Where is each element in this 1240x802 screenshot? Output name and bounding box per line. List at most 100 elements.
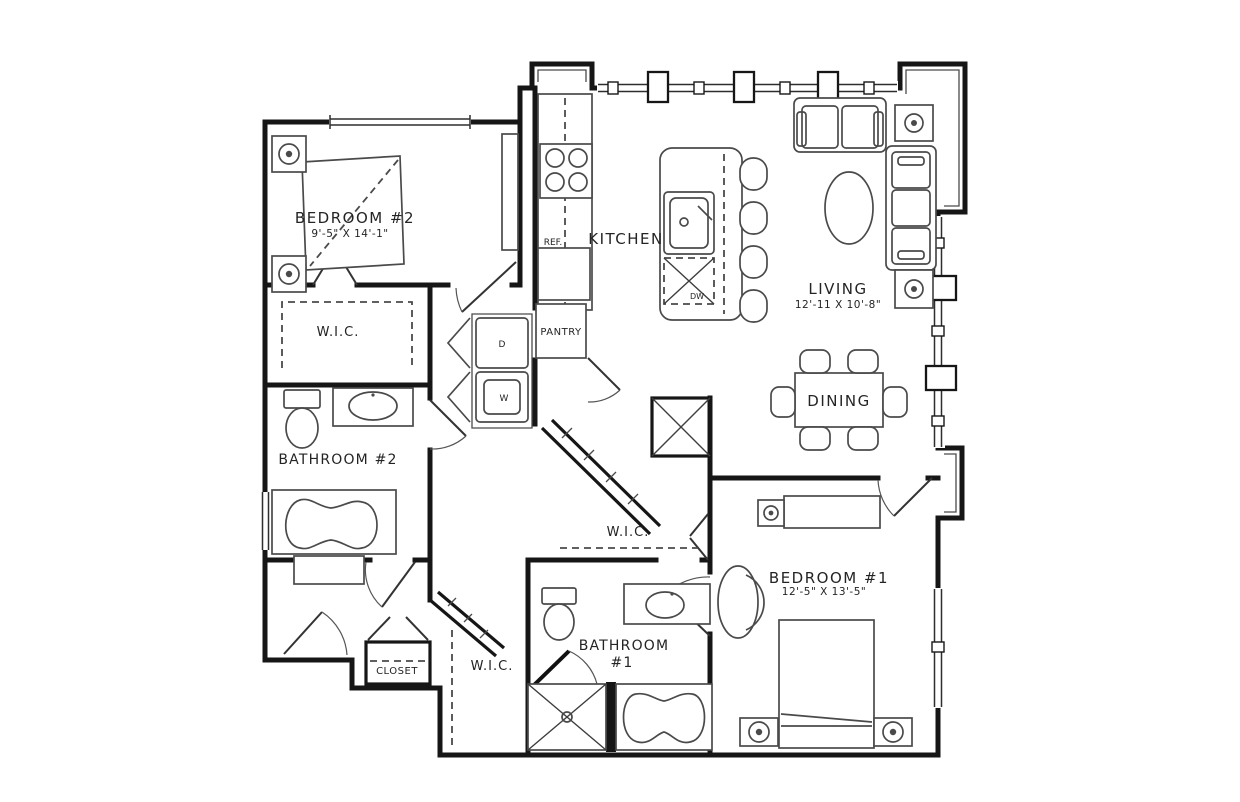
toilet-tank [541, 587, 577, 605]
dryer [475, 317, 529, 369]
labels: BEDROOM #2 9'-5" X 14'-1" W.I.C. BATHROO… [278, 209, 889, 677]
shower-tub-divider [606, 682, 616, 752]
entry-closet [364, 640, 432, 686]
lamp-dot [285, 150, 293, 158]
faucet-dot [670, 592, 674, 596]
laundry-bifold-doors [446, 317, 471, 423]
doors [283, 256, 933, 688]
loveseat-arm [873, 111, 884, 147]
bed2-fold-line [309, 159, 399, 267]
lamp-dot [285, 270, 293, 278]
bar-stool [739, 245, 768, 279]
living-label: LIVING [808, 280, 867, 298]
washer-label: W [500, 394, 509, 404]
wic2-shelf-rod [281, 301, 413, 368]
window-tick [931, 641, 945, 653]
dining-chair [882, 386, 908, 418]
lamp-dot [755, 728, 763, 736]
lamp-dot [889, 728, 897, 736]
pantry-label: PANTRY [540, 327, 582, 338]
lamp-dot [911, 286, 917, 292]
window-tick [693, 81, 705, 95]
dresser [783, 495, 881, 529]
faucet-icon [697, 205, 713, 221]
coffee-table [824, 171, 874, 245]
dining-chair [799, 426, 831, 451]
sofa-arm [897, 156, 925, 166]
laundry-closet [471, 313, 533, 429]
faucet-dot [371, 393, 375, 397]
bedroom1-walls [707, 395, 941, 758]
window-mullion [732, 70, 756, 104]
refrigerator [537, 247, 591, 301]
dining-label: DINING [807, 392, 870, 410]
drain-dot [679, 217, 689, 227]
dishwasher-box [663, 257, 715, 305]
bedroom2-door-leaf [461, 261, 517, 313]
diagonal-wall-entry [428, 590, 506, 658]
burner-icon [545, 172, 565, 192]
windows [259, 70, 958, 708]
bed2 [301, 155, 405, 271]
wic-hall-double-doors [689, 513, 709, 561]
bedroom2-door-swing [455, 287, 463, 313]
dining-chair [770, 386, 796, 418]
closet-double-doors [367, 616, 429, 641]
dining-chair [799, 349, 831, 374]
bench [293, 555, 365, 585]
bay-detail-top-right [905, 69, 960, 207]
diagonal-wall-hall [540, 418, 662, 536]
washer [475, 371, 529, 423]
dryer-label: D [499, 340, 506, 350]
lamp-icon [763, 505, 779, 521]
pantry-door-leaf [587, 357, 621, 391]
mechanical-chase-x [651, 397, 711, 457]
bathroom2-label: BATHROOM #2 [278, 452, 397, 468]
dining-table [794, 372, 884, 428]
tub-surround [271, 489, 397, 555]
sofa-arm [897, 250, 925, 260]
pantry-door-swing [587, 389, 621, 403]
dresser [501, 133, 519, 251]
bedroom2-dims: 9'-5" X 14'-1" [311, 228, 388, 240]
bedroom1-label: BEDROOM #1 [769, 569, 889, 587]
sofa-cushion [891, 189, 931, 227]
bar-stool [739, 201, 768, 235]
bedroom1-dims: 12'-5" X 13'-5" [782, 586, 866, 598]
lamp-icon [904, 279, 924, 299]
mechanical-chase [650, 396, 712, 458]
tub-surround [615, 683, 713, 751]
washer-drum [483, 379, 521, 415]
bed1 [778, 619, 875, 749]
shower-drain [561, 711, 573, 723]
armchair-back [745, 574, 765, 631]
burner-icon [568, 148, 588, 168]
window-mullion [646, 70, 670, 104]
shower-door-leaf [531, 649, 571, 688]
bath2-door-swing [429, 435, 467, 450]
refrigerator-label: REF. [544, 238, 563, 248]
armchair [717, 565, 759, 639]
lamp-dot [768, 510, 774, 516]
sink-icon [348, 391, 398, 421]
window-tick [931, 415, 945, 427]
toilet-tank [283, 389, 321, 409]
bedroom2-window [329, 115, 471, 129]
lamp-icon [748, 721, 770, 743]
wic-hall-label: W.I.C. [607, 525, 650, 540]
loveseat-arm [796, 111, 807, 147]
living-dims: 12'-11 X 10'-8" [795, 299, 881, 311]
dining-chair [847, 426, 879, 451]
lamp-icon [882, 721, 904, 743]
bath2-hall-door-leaf [381, 561, 416, 608]
bedroom2-window-band [329, 115, 471, 129]
furniture [271, 93, 937, 752]
bar-stool [739, 157, 768, 191]
diagonal-wall-hall-hatch [561, 427, 639, 505]
left-window [261, 492, 270, 550]
bar-stool [739, 289, 768, 323]
outer-wall [262, 61, 968, 758]
island-sink-basin [669, 197, 709, 249]
